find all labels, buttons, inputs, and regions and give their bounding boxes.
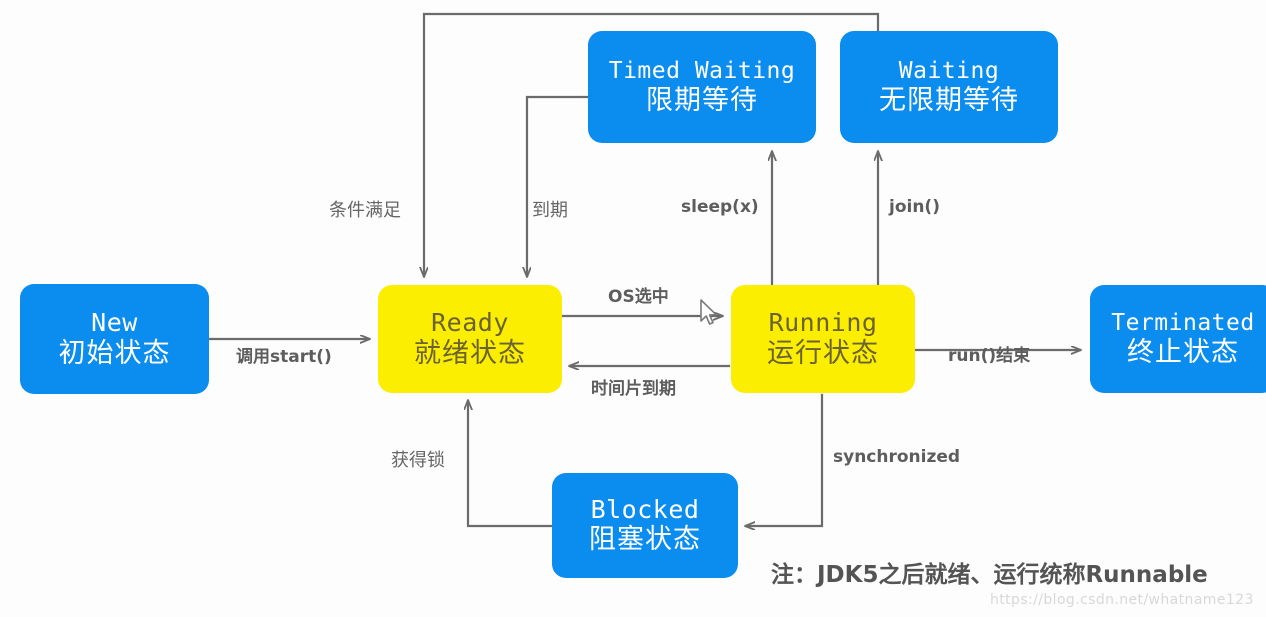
node-waiting-en: Waiting (898, 57, 1000, 84)
node-waiting-cn: 无限期等待 (879, 84, 1019, 116)
mouse-cursor-icon (700, 299, 717, 325)
node-running[interactable]: Running 运行状态 (731, 285, 915, 393)
node-terminated-en: Terminated (1111, 309, 1255, 336)
node-waiting[interactable]: Waiting 无限期等待 (840, 31, 1058, 143)
edge-label-running-to-waiting: join() (889, 197, 940, 217)
node-new-cn: 初始状态 (58, 337, 171, 369)
edge-label-new-to-ready: 调用start() (236, 347, 332, 367)
node-timed-waiting-en: Timed Waiting (608, 57, 796, 84)
edge-label-running-to-ready: 时间片到期 (591, 379, 676, 399)
edge-label-running-to-terminated: run()结束 (948, 346, 1031, 366)
edge-blocked-to-ready (468, 401, 553, 528)
node-ready-cn: 就绪状态 (414, 337, 526, 369)
edge-label-waiting-to-ready: 条件满足 (329, 200, 401, 221)
node-new-en: New (91, 308, 138, 338)
edge-timed-waiting-to-ready (527, 95, 589, 276)
diagram-note: 注：JDK5之后就绪、运行统称Runnable (771, 562, 1208, 588)
node-blocked[interactable]: Blocked 阻塞状态 (552, 473, 738, 578)
node-terminated[interactable]: Terminated 终止状态 (1090, 285, 1266, 393)
edge-label-running-to-timed-waiting: sleep(x) (681, 197, 759, 217)
node-blocked-en: Blocked (590, 494, 700, 524)
node-ready[interactable]: Ready 就绪状态 (378, 285, 562, 393)
node-running-cn: 运行状态 (767, 337, 879, 369)
node-terminated-cn: 终止状态 (1127, 336, 1239, 368)
watermark: https://blog.csdn.net/whatname123 (990, 592, 1254, 608)
edge-running-to-blocked (746, 393, 824, 526)
node-running-en: Running (768, 308, 878, 338)
edge-label-ready-to-running: OS选中 (608, 287, 669, 307)
edge-label-blocked-to-ready: 获得锁 (391, 450, 445, 471)
node-blocked-cn: 阻塞状态 (589, 524, 701, 556)
node-timed-waiting-cn: 限期等待 (646, 84, 758, 116)
node-timed-waiting[interactable]: Timed Waiting 限期等待 (588, 31, 816, 143)
edge-label-timed-waiting-to-ready: 到期 (532, 200, 568, 221)
node-new[interactable]: New 初始状态 (20, 284, 209, 394)
node-ready-en: Ready (431, 308, 509, 338)
edge-label-running-to-blocked: synchronized (833, 447, 961, 467)
